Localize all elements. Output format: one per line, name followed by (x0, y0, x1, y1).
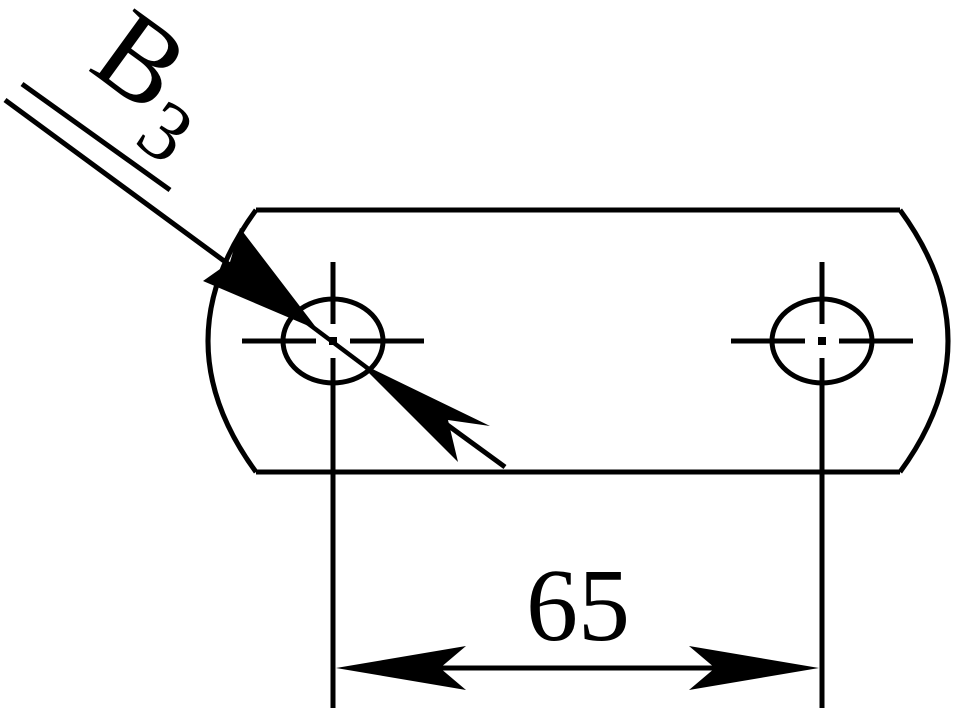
dimension-65: 65 (336, 548, 819, 690)
plate-left-arc (205, 208, 259, 474)
plate-outline (205, 207, 951, 475)
dimension-arrow-right-icon (689, 646, 819, 690)
section-cut-line (288, 308, 380, 378)
section-arrow-lower-icon (358, 362, 490, 462)
section-label: B 3 (71, 0, 212, 182)
right-hole-center-mark (818, 337, 826, 345)
dimension-arrow-left-icon (336, 646, 466, 690)
extension-lines (330, 358, 825, 708)
section-cut (3, 97, 507, 470)
section-leader-upper (3, 97, 252, 283)
dimension-value: 65 (526, 548, 630, 663)
section-label-underline (20, 81, 172, 193)
section-arrow-upper-icon (203, 228, 318, 330)
plate-right-arc (897, 208, 951, 474)
